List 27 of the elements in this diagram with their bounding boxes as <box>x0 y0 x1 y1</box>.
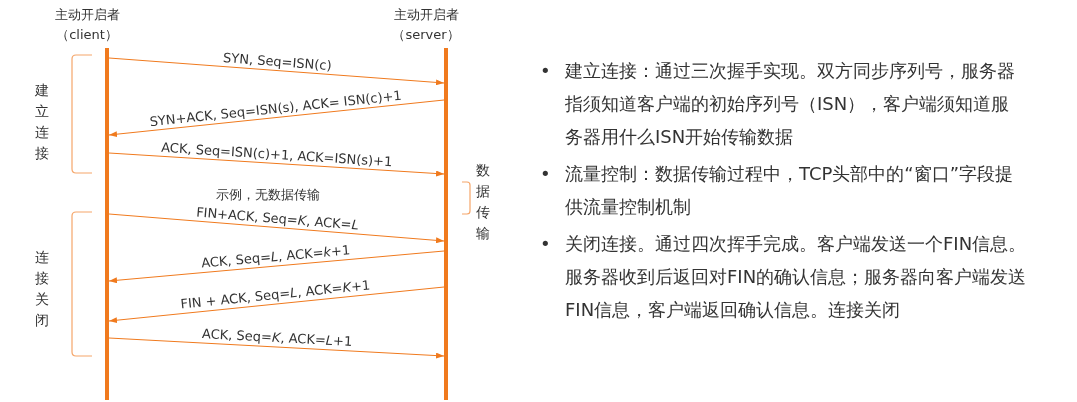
bullet-text: 建立连接：通过三次握手实现。双方同步序列号，服务器指须知道客户端的初始序列号（ISN），客户端须知道服务器用什么ISN开始传输数据 <box>565 59 1016 149</box>
bullet-mark: • <box>540 162 551 186</box>
bullet-mark: • <box>540 232 551 256</box>
message-arrow <box>108 152 445 177</box>
bullet-text: 关闭连接。通过四次挥手完成。客户端发送一个FIN信息。服务器收到后返回对FIN的确认信息；服务器向客户端发送FIN信息，客户端返回确认信息。连接关闭 <box>565 232 1027 322</box>
message-label: ACK, Seq=L, ACK=k+1 <box>199 242 352 271</box>
participant-label: 主动开启者（client） <box>53 6 121 44</box>
message-label: FIN+ACK, Seq=K, ACK=L <box>194 203 361 233</box>
lifeline-bar <box>105 48 109 400</box>
bullet-mark: • <box>540 59 551 83</box>
message-label: SYN+ACK, Seq=ISN(s), ACK= ISN(c)+1 <box>147 87 404 129</box>
message-arrow <box>108 286 445 324</box>
message-label: SYN, Seq=ISN(c) <box>221 49 333 73</box>
message-label: ACK, Seq=K, ACK=L+1 <box>200 325 354 350</box>
message-arrow <box>108 99 445 138</box>
phase-label: 建立连接 <box>34 81 50 163</box>
message-arrow <box>108 337 445 359</box>
phase-label: 连接关闭 <box>34 248 50 330</box>
lifeline-bar <box>444 48 448 400</box>
note-text: 示例，无数据传输 <box>214 186 322 204</box>
participant-label: 主动开启者（server） <box>392 6 460 44</box>
message-arrow <box>108 213 445 244</box>
message-arrow <box>108 250 445 284</box>
bullet-text: 流量控制：数据传输过程中，TCP头部中的“窗口”字段提供流量控制机制 <box>565 162 1014 219</box>
message-arrow <box>108 57 445 86</box>
phase-label: 数据传输 <box>475 161 491 243</box>
message-label: ACK, Seq=ISN(c)+1, ACK=ISN(s)+1 <box>159 139 394 169</box>
